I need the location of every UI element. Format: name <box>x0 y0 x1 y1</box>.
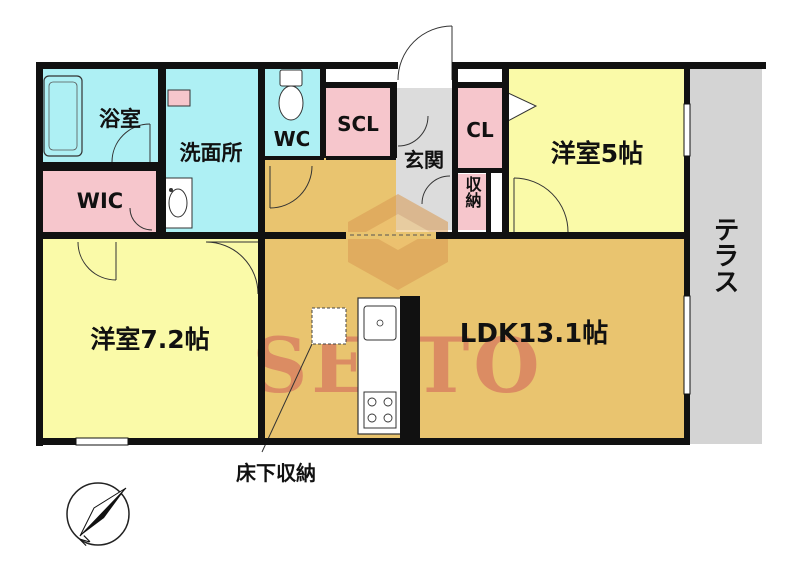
room-label-shoe-closet: SCL <box>337 112 379 136</box>
room-label-western-72: 洋室7.2帖 <box>90 325 209 354</box>
room-label-toilet: WC <box>274 127 311 151</box>
underfloor-storage-label: 床下収納 <box>236 461 316 485</box>
shoe-closet-floor <box>326 88 390 156</box>
room-label-western-5: 洋室5帖 <box>551 139 643 168</box>
terrace-floor <box>690 68 762 444</box>
washer-space <box>167 89 191 107</box>
toilet-tank <box>279 69 303 87</box>
closet-floor <box>458 88 502 168</box>
storage-floor <box>458 174 488 230</box>
walls <box>36 62 766 446</box>
room-label-entrance: 玄関 <box>404 148 444 172</box>
underfloor-storage-box <box>311 307 347 345</box>
room-label-closet: CL <box>466 118 494 142</box>
kitchen-sink <box>363 305 397 341</box>
kitchen-stove <box>363 391 397 429</box>
room-label-terrace: テラス <box>709 216 739 294</box>
room-label-wic: WIC <box>77 189 123 213</box>
room-label-bathroom: 浴室 <box>99 107 141 131</box>
room-label-washroom: 洗面所 <box>180 141 243 165</box>
room-label-ldk: LDK13.1帖 <box>460 319 608 349</box>
toilet-bowl <box>278 85 304 121</box>
wic-floor <box>42 170 158 232</box>
room-label-storage: 収納 <box>463 176 482 209</box>
western-room-7-floor <box>42 238 258 438</box>
western-room-5-floor <box>508 68 684 232</box>
compass: N <box>66 482 130 549</box>
bathtub <box>43 75 83 157</box>
